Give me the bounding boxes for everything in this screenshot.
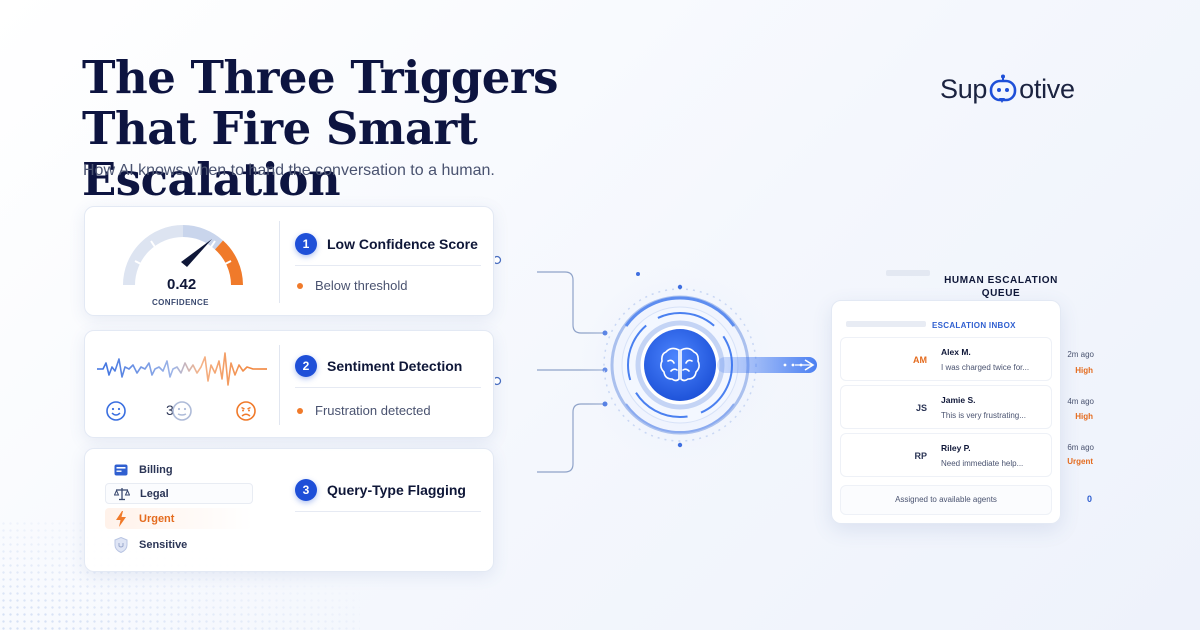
escalation-inbox-panel: ESCALATION INBOX AM Alex M. I was charge…	[831, 300, 1061, 524]
customer-name: Jamie S.	[941, 395, 976, 405]
card-icon	[113, 462, 129, 478]
headline-line-1: The Three Triggers	[82, 51, 558, 104]
row-priority: High	[1075, 366, 1093, 375]
queue-heading-line-1: HUMAN ESCALATION	[944, 275, 1058, 286]
avatar-initials: AM	[913, 355, 927, 365]
inbox-title: ESCALATION INBOX	[932, 321, 1016, 330]
logo-text-right: otive	[1019, 73, 1075, 104]
title-underline	[295, 511, 481, 512]
headline: The Three Triggers That Fire Smart Escal…	[82, 52, 702, 205]
bullet-dot-icon	[297, 407, 303, 414]
tag-label: Urgent	[139, 512, 175, 525]
lightning-icon	[113, 510, 129, 527]
tag-urgent: Urgent	[105, 508, 253, 529]
scales-icon	[114, 486, 130, 502]
step-badge-2: 2	[295, 355, 317, 377]
queue-heading: HUMAN ESCALATION QUEUE	[934, 274, 1068, 300]
headline-line-2: That Fire Smart Escalation	[82, 102, 478, 206]
card-divider	[279, 221, 280, 303]
trigger-title-2: 2 Sentiment Detection	[295, 355, 462, 377]
queue-row[interactable]: RP Riley P. Need immediate help...	[840, 433, 1052, 477]
confidence-value: 0.42	[167, 276, 197, 293]
bullet-text: Frustration detected	[315, 403, 431, 418]
title-underline	[295, 265, 481, 266]
trigger-title-text: Low Confidence Score	[327, 236, 478, 252]
brain-icon	[660, 347, 700, 382]
tag-legal: Legal	[105, 483, 253, 504]
message-preview: I was charged twice for...	[941, 363, 1030, 372]
customer-name: Alex M.	[941, 347, 971, 357]
trigger-title-1: 1 Low Confidence Score	[295, 233, 478, 255]
avatar-initials: RP	[914, 451, 927, 461]
ghost-decoration	[886, 270, 930, 276]
tag-label: Billing	[139, 463, 173, 476]
tag-billing: Billing	[105, 459, 253, 480]
trigger-title-text: Query-Type Flagging	[327, 482, 466, 498]
message-preview: Need immediate help...	[941, 459, 1024, 468]
angry-face-icon	[235, 400, 257, 422]
confidence-label: CONFIDENCE	[152, 298, 209, 307]
tag-label: Legal	[140, 487, 169, 500]
row-time: 6m ago	[1067, 443, 1094, 452]
row-time: 2m ago	[1067, 350, 1094, 359]
trigger-title-text: Sentiment Detection	[327, 358, 463, 374]
connector-node-1	[495, 255, 502, 265]
ghost-decoration	[846, 321, 926, 327]
shield-icon	[113, 536, 129, 553]
bullet-text: Below threshold	[315, 278, 408, 293]
ai-hub-diagram	[495, 255, 817, 473]
connector-node-2	[495, 376, 502, 386]
queue-footer: Assigned to available agents	[840, 485, 1052, 515]
title-underline	[295, 387, 481, 388]
sentiment-count: 3	[166, 402, 174, 418]
customer-name: Riley P.	[941, 443, 971, 453]
logo-text-left: Sup	[940, 73, 988, 104]
trigger-card-low-confidence: 0.42 CONFIDENCE 1 Low Confidence Score B…	[84, 206, 494, 316]
subtitle: How AI knows when to hand the conversati…	[83, 162, 495, 179]
step-badge-3: 3	[295, 479, 317, 501]
trigger-card-sentiment: 3 2 Sentiment Detection Frustration dete…	[84, 330, 494, 438]
sentiment-waveform-icon	[97, 352, 267, 386]
suplootive-logo: Sup otive	[940, 72, 1075, 106]
queue-row[interactable]: AM Alex M. I was charged twice for...	[840, 337, 1052, 381]
bullet-dot-icon	[297, 282, 303, 289]
avatar-initials: JS	[915, 403, 927, 413]
trigger-card-query-type: Billing Legal Urgent Sensitive 3 Query-T…	[84, 448, 494, 572]
trigger-bullet-2: Frustration detected	[297, 403, 431, 418]
row-time: 4m ago	[1067, 397, 1094, 406]
step-badge-1: 1	[295, 233, 317, 255]
row-priority: Urgent	[1067, 457, 1093, 466]
confidence-gauge-icon	[123, 225, 243, 286]
neutral-face-icon	[171, 400, 193, 422]
card-divider	[279, 345, 280, 425]
tag-sensitive: Sensitive	[105, 534, 253, 555]
assigned-count: 0	[1086, 494, 1092, 504]
queue-row[interactable]: JS Jamie S. This is very frustrating...	[840, 385, 1052, 429]
queue-heading-line-2: QUEUE	[981, 288, 1021, 299]
tag-label: Sensitive	[139, 538, 188, 551]
trigger-title-3: 3 Query-Type Flagging	[295, 479, 466, 501]
robot-logo-icon	[988, 74, 1018, 104]
row-priority: High	[1075, 412, 1093, 421]
message-preview: This is very frustrating...	[941, 411, 1026, 420]
trigger-bullet-1: Below threshold	[297, 278, 408, 293]
happy-face-icon	[105, 400, 127, 422]
